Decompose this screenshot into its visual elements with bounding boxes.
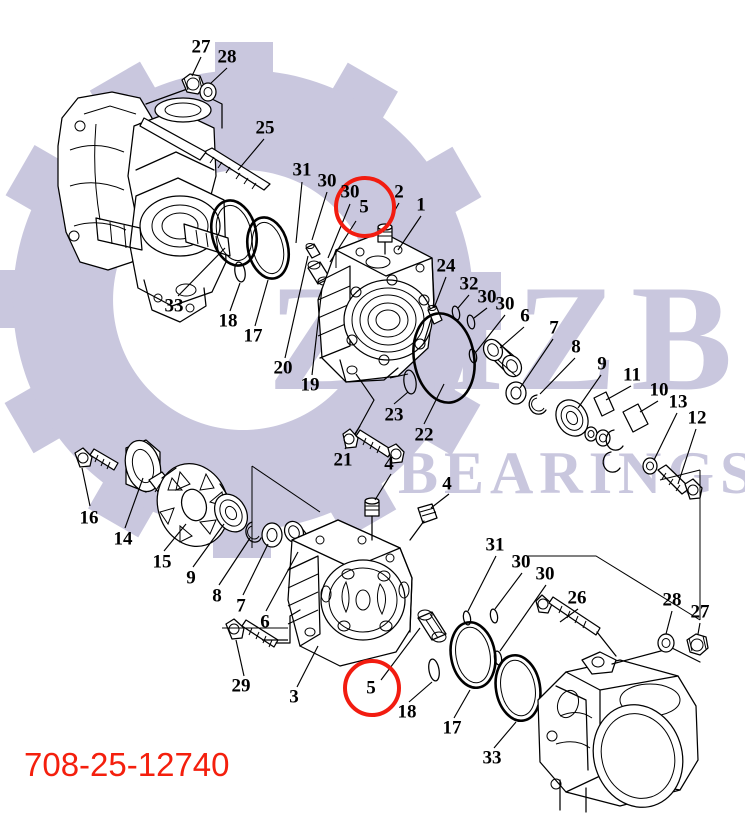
part-4-plug-right (409, 503, 438, 541)
highlight-circle-5-lower (343, 659, 401, 717)
callout-29: 29 (231, 675, 251, 697)
callout-6: 6 (520, 305, 530, 327)
callout-14: 14 (113, 528, 133, 550)
callout-20: 20 (273, 357, 293, 379)
small-washer-group (584, 426, 611, 447)
callout-28: 28 (662, 589, 682, 611)
callout-17: 17 (442, 717, 462, 739)
callout-18: 18 (218, 310, 238, 332)
callout-3: 3 (289, 686, 299, 708)
part-27-nut-lower (686, 633, 709, 656)
callout-9: 9 (597, 353, 607, 375)
callout-28: 28 (217, 46, 237, 68)
callout-1: 1 (416, 194, 426, 216)
callout-22: 22 (414, 424, 434, 446)
callout-30: 30 (477, 286, 497, 308)
lower-right-pump-housing (537, 647, 701, 813)
part-8-snap-ring-left (245, 521, 262, 543)
callout-7: 7 (549, 317, 559, 339)
lower-main-valve-body (287, 519, 413, 667)
part-16-bolt (74, 447, 119, 471)
callout-30: 30 (340, 181, 360, 203)
callout-32: 32 (459, 273, 479, 295)
part-11-key (593, 391, 615, 417)
callout-2: 2 (394, 181, 404, 203)
part-28-washer (199, 82, 217, 102)
callout-9: 9 (186, 567, 196, 589)
part-number-caption: 708-25-12740 (24, 746, 230, 783)
part-23-seal (403, 369, 417, 395)
callout-31: 31 (292, 159, 312, 181)
callout-8: 8 (212, 585, 222, 607)
part-26-bolt (535, 594, 617, 657)
part-9-bearing (555, 399, 589, 437)
callout-27: 27 (690, 601, 710, 623)
callout-21: 21 (333, 449, 353, 471)
callout-33: 33 (482, 747, 502, 769)
part-30-seal-lower-b (493, 650, 503, 666)
callout-33: 33 (164, 295, 184, 317)
callout-18: 18 (397, 701, 417, 723)
snap-ring-pair (602, 429, 624, 473)
callout-31: 31 (485, 534, 505, 556)
callout-16: 16 (79, 507, 99, 529)
part-6-bearing (482, 338, 523, 378)
part-10-block (622, 403, 649, 433)
callout-5: 5 (359, 196, 369, 218)
part-8-snap-ring (528, 394, 547, 415)
callout-25: 25 (255, 117, 275, 139)
callout-26: 26 (567, 587, 587, 609)
callout-15: 15 (152, 551, 172, 573)
callout-30: 30 (511, 551, 531, 573)
callout-7: 7 (236, 595, 246, 617)
callout-11: 11 (623, 364, 641, 386)
part-30-seal-lower-a (489, 608, 499, 624)
callout-4: 4 (442, 473, 452, 495)
part-18-seal-lower (428, 658, 440, 682)
callout-12: 12 (687, 407, 707, 429)
callout-19: 19 (300, 374, 320, 396)
callout-27: 27 (191, 36, 211, 58)
callout-4: 4 (384, 453, 394, 475)
part-31-seal-lower (462, 610, 472, 626)
part-7-washer (505, 381, 527, 405)
part-28-washer-lower (657, 633, 675, 653)
callout-30: 30 (317, 170, 337, 192)
callout-30: 30 (535, 563, 555, 585)
callout-10: 10 (649, 379, 669, 401)
callout-17: 17 (243, 325, 263, 347)
callout-30: 30 (495, 293, 515, 315)
callout-8: 8 (571, 336, 581, 358)
part-17-oring-lower (449, 620, 497, 690)
callout-13: 13 (668, 391, 688, 413)
part-5-bushing-lower (417, 609, 447, 643)
callout-24: 24 (436, 255, 456, 277)
callout-6: 6 (260, 611, 270, 633)
callout-23: 23 (384, 404, 404, 426)
part-33-oring-lower (494, 653, 542, 723)
part-12-bolt (657, 464, 703, 500)
callout-5: 5 (366, 677, 376, 699)
part-13-washer (642, 457, 658, 475)
part-7-washer-left (261, 522, 283, 548)
part-30-seal-a (466, 314, 476, 330)
